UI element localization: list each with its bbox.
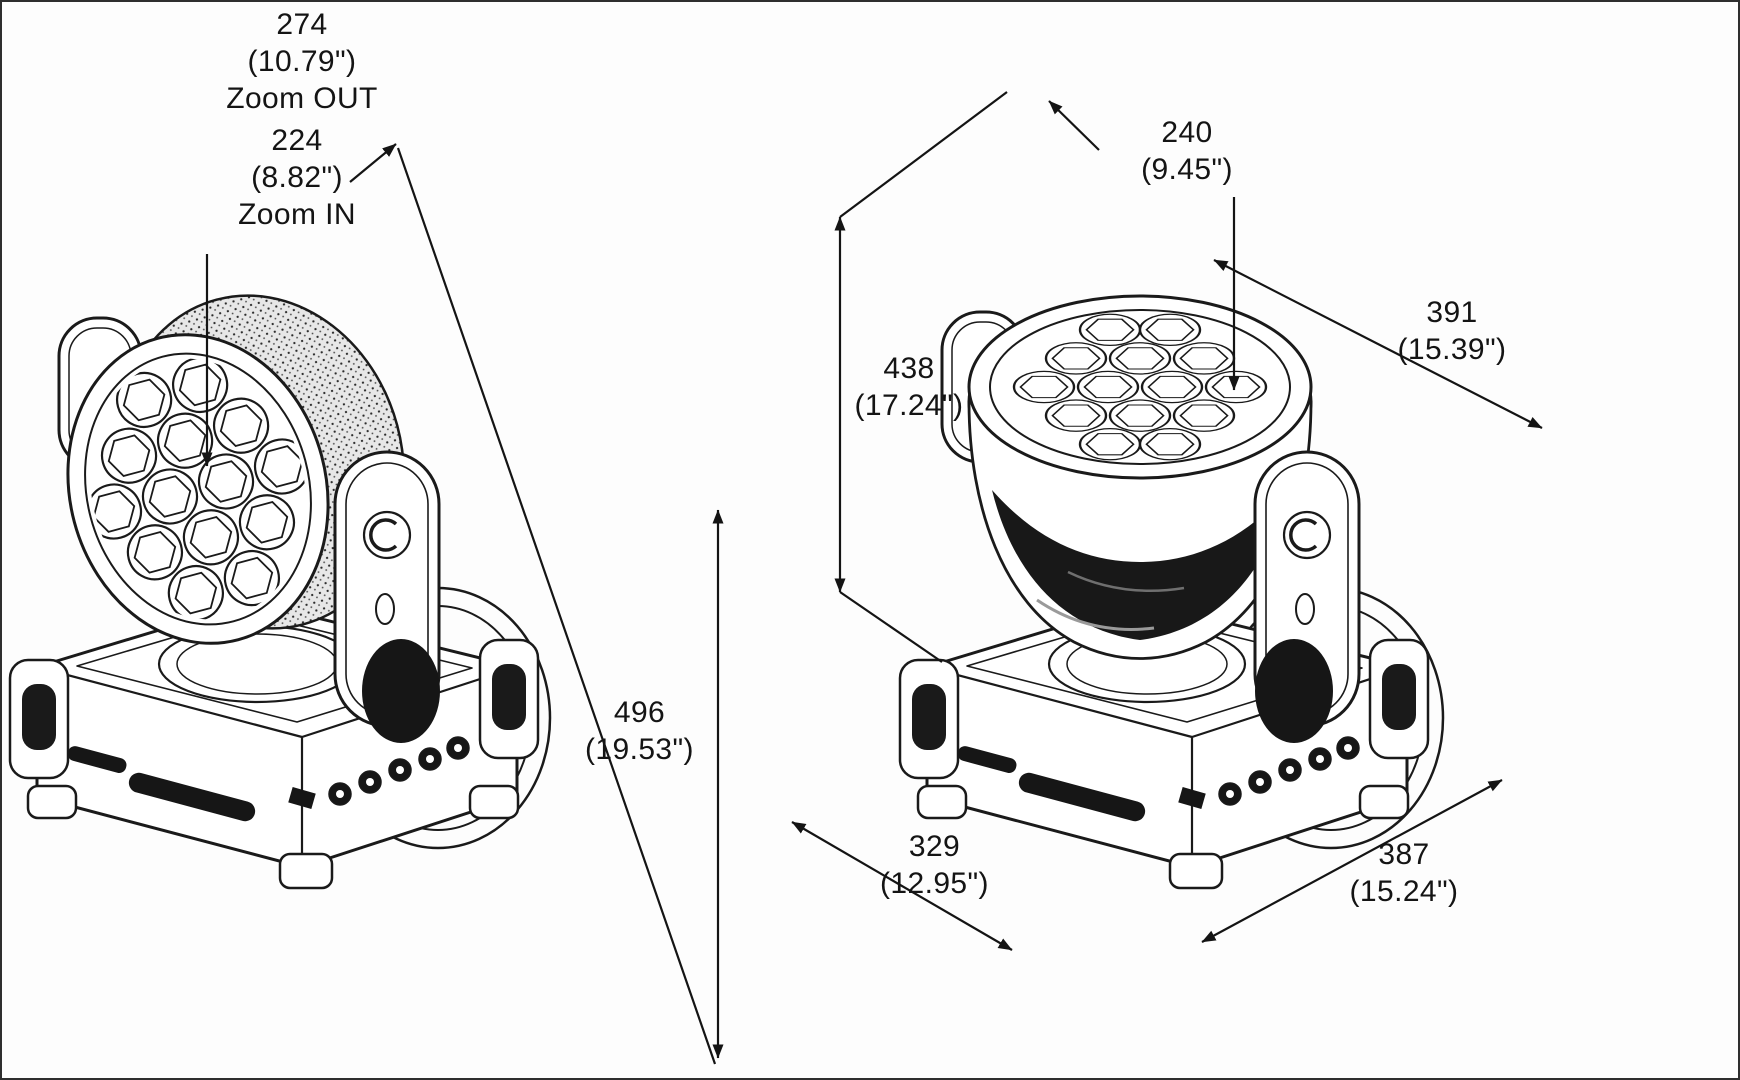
left-fixture — [8, 294, 552, 890]
dim-base-width-inches: (15.24") — [1349, 875, 1459, 908]
dim-height-value: 496 — [613, 696, 666, 729]
dim-height: 496 (19.53") — [547, 694, 732, 768]
dim-zoom-in-value: 224 — [271, 124, 323, 157]
right-fixture — [898, 294, 1445, 890]
dim-zoom-out-label: Zoom OUT — [226, 82, 378, 115]
head-height-extension-top — [839, 91, 1008, 218]
dim-head-height: 438 (17.24") — [824, 350, 994, 424]
base-width-dim-line — [1201, 779, 1503, 943]
dim-lens-width-inches: (9.45") — [1141, 153, 1233, 186]
base-depth-dim-line — [791, 821, 1013, 951]
dim-diagonal-inches: (15.39") — [1397, 333, 1507, 366]
dim-zoom-in: 224 (8.82") Zoom IN — [182, 122, 412, 233]
diagonal-dim-line — [1213, 259, 1543, 429]
dim-zoom-out-value: 274 — [276, 8, 328, 41]
dim-zoom-out-inches: (10.79") — [247, 45, 357, 78]
height-extension-line — [396, 147, 717, 1065]
dim-height-inches: (19.53") — [585, 733, 694, 766]
dim-base-depth-value: 329 — [908, 830, 961, 863]
dim-base-depth: 329 (12.95") — [847, 828, 1022, 902]
dim-diagonal-value: 391 — [1426, 296, 1478, 329]
lens-width-arrow — [1048, 100, 1100, 151]
dim-base-depth-inches: (12.95") — [880, 867, 989, 900]
right-fixture-head — [967, 294, 1313, 660]
dim-zoom-in-inches: (8.82") — [251, 161, 343, 194]
dim-zoom-in-label: Zoom IN — [238, 198, 356, 231]
zoom-arrow-line — [349, 143, 397, 183]
dim-base-width: 387 (15.24") — [1314, 836, 1494, 910]
dim-lens-width: 240 (9.45") — [1102, 114, 1272, 188]
head-height-extension-bottom — [839, 591, 943, 663]
dim-base-width-value: 387 — [1378, 838, 1430, 871]
dim-head-height-value: 438 — [883, 352, 935, 385]
dim-diagonal: 391 (15.39") — [1362, 294, 1542, 368]
dimension-lines — [201, 91, 1543, 1065]
left-fixture-head — [66, 294, 406, 645]
dim-lens-width-value: 240 — [1161, 116, 1213, 149]
dim-zoom-out: 274 (10.79") Zoom OUT — [187, 6, 417, 117]
dim-head-height-inches: (17.24") — [854, 389, 964, 422]
